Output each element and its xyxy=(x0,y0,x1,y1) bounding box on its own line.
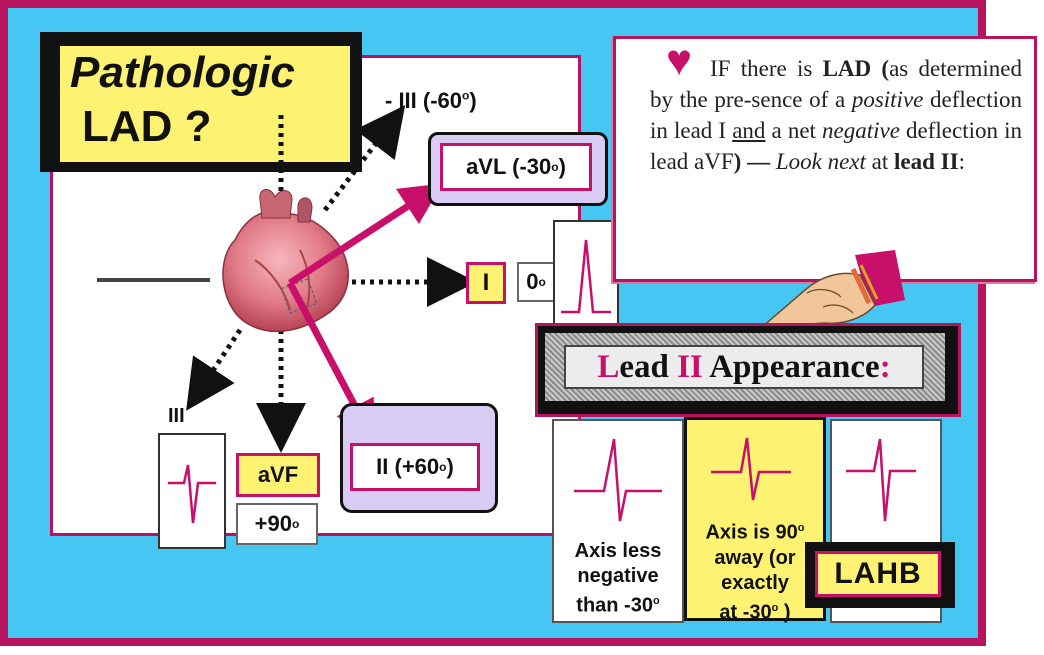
appearance-title: Lead II Appearance: xyxy=(564,345,924,389)
label-avf: aVF xyxy=(236,453,320,497)
dotted-neg-iii-arrow xyxy=(323,105,406,212)
waveform-lead-i-trace xyxy=(561,239,611,314)
dotted-iii-arrow xyxy=(186,328,243,411)
title-line-1: Pathologic xyxy=(70,48,295,97)
waveform-col-3 xyxy=(846,438,916,522)
appearance-col-1: Axis less negative than -30o xyxy=(552,419,684,623)
waveform-lead-i xyxy=(553,220,619,332)
label-lead-iii: III xyxy=(168,405,185,427)
title-box: Pathologic LAD ? xyxy=(58,44,352,164)
heart-icon xyxy=(222,189,349,333)
label-neg-iii: - III (-60o) xyxy=(385,88,477,113)
label-lead-i: I xyxy=(466,262,506,304)
waveform-col-2 xyxy=(711,437,791,501)
heart-symbol-icon: ♥ xyxy=(666,36,693,85)
magenta-avl-arrow xyxy=(288,183,443,286)
title-line-2: LAD ? xyxy=(82,102,212,151)
magenta-ii-arrow xyxy=(286,281,375,444)
waveform-col-1 xyxy=(574,438,662,522)
note-box: ♥ IF there is LAD (as determined by the … xyxy=(613,36,1037,282)
waveform-lead-iii-trace xyxy=(168,464,216,524)
col-1-text: Axis less negative than -30o xyxy=(574,540,662,617)
appearance-col-2: Axis is 90o away (or exactly at -30o ) xyxy=(684,417,826,623)
col-2-text: Axis is 90o away (or exactly at -30o ) xyxy=(705,521,805,624)
waveform-lead-iii xyxy=(158,433,226,549)
lahb-label: LAHB xyxy=(815,551,941,597)
note-text: ♥ IF there is LAD (as determined by the … xyxy=(650,36,1022,175)
